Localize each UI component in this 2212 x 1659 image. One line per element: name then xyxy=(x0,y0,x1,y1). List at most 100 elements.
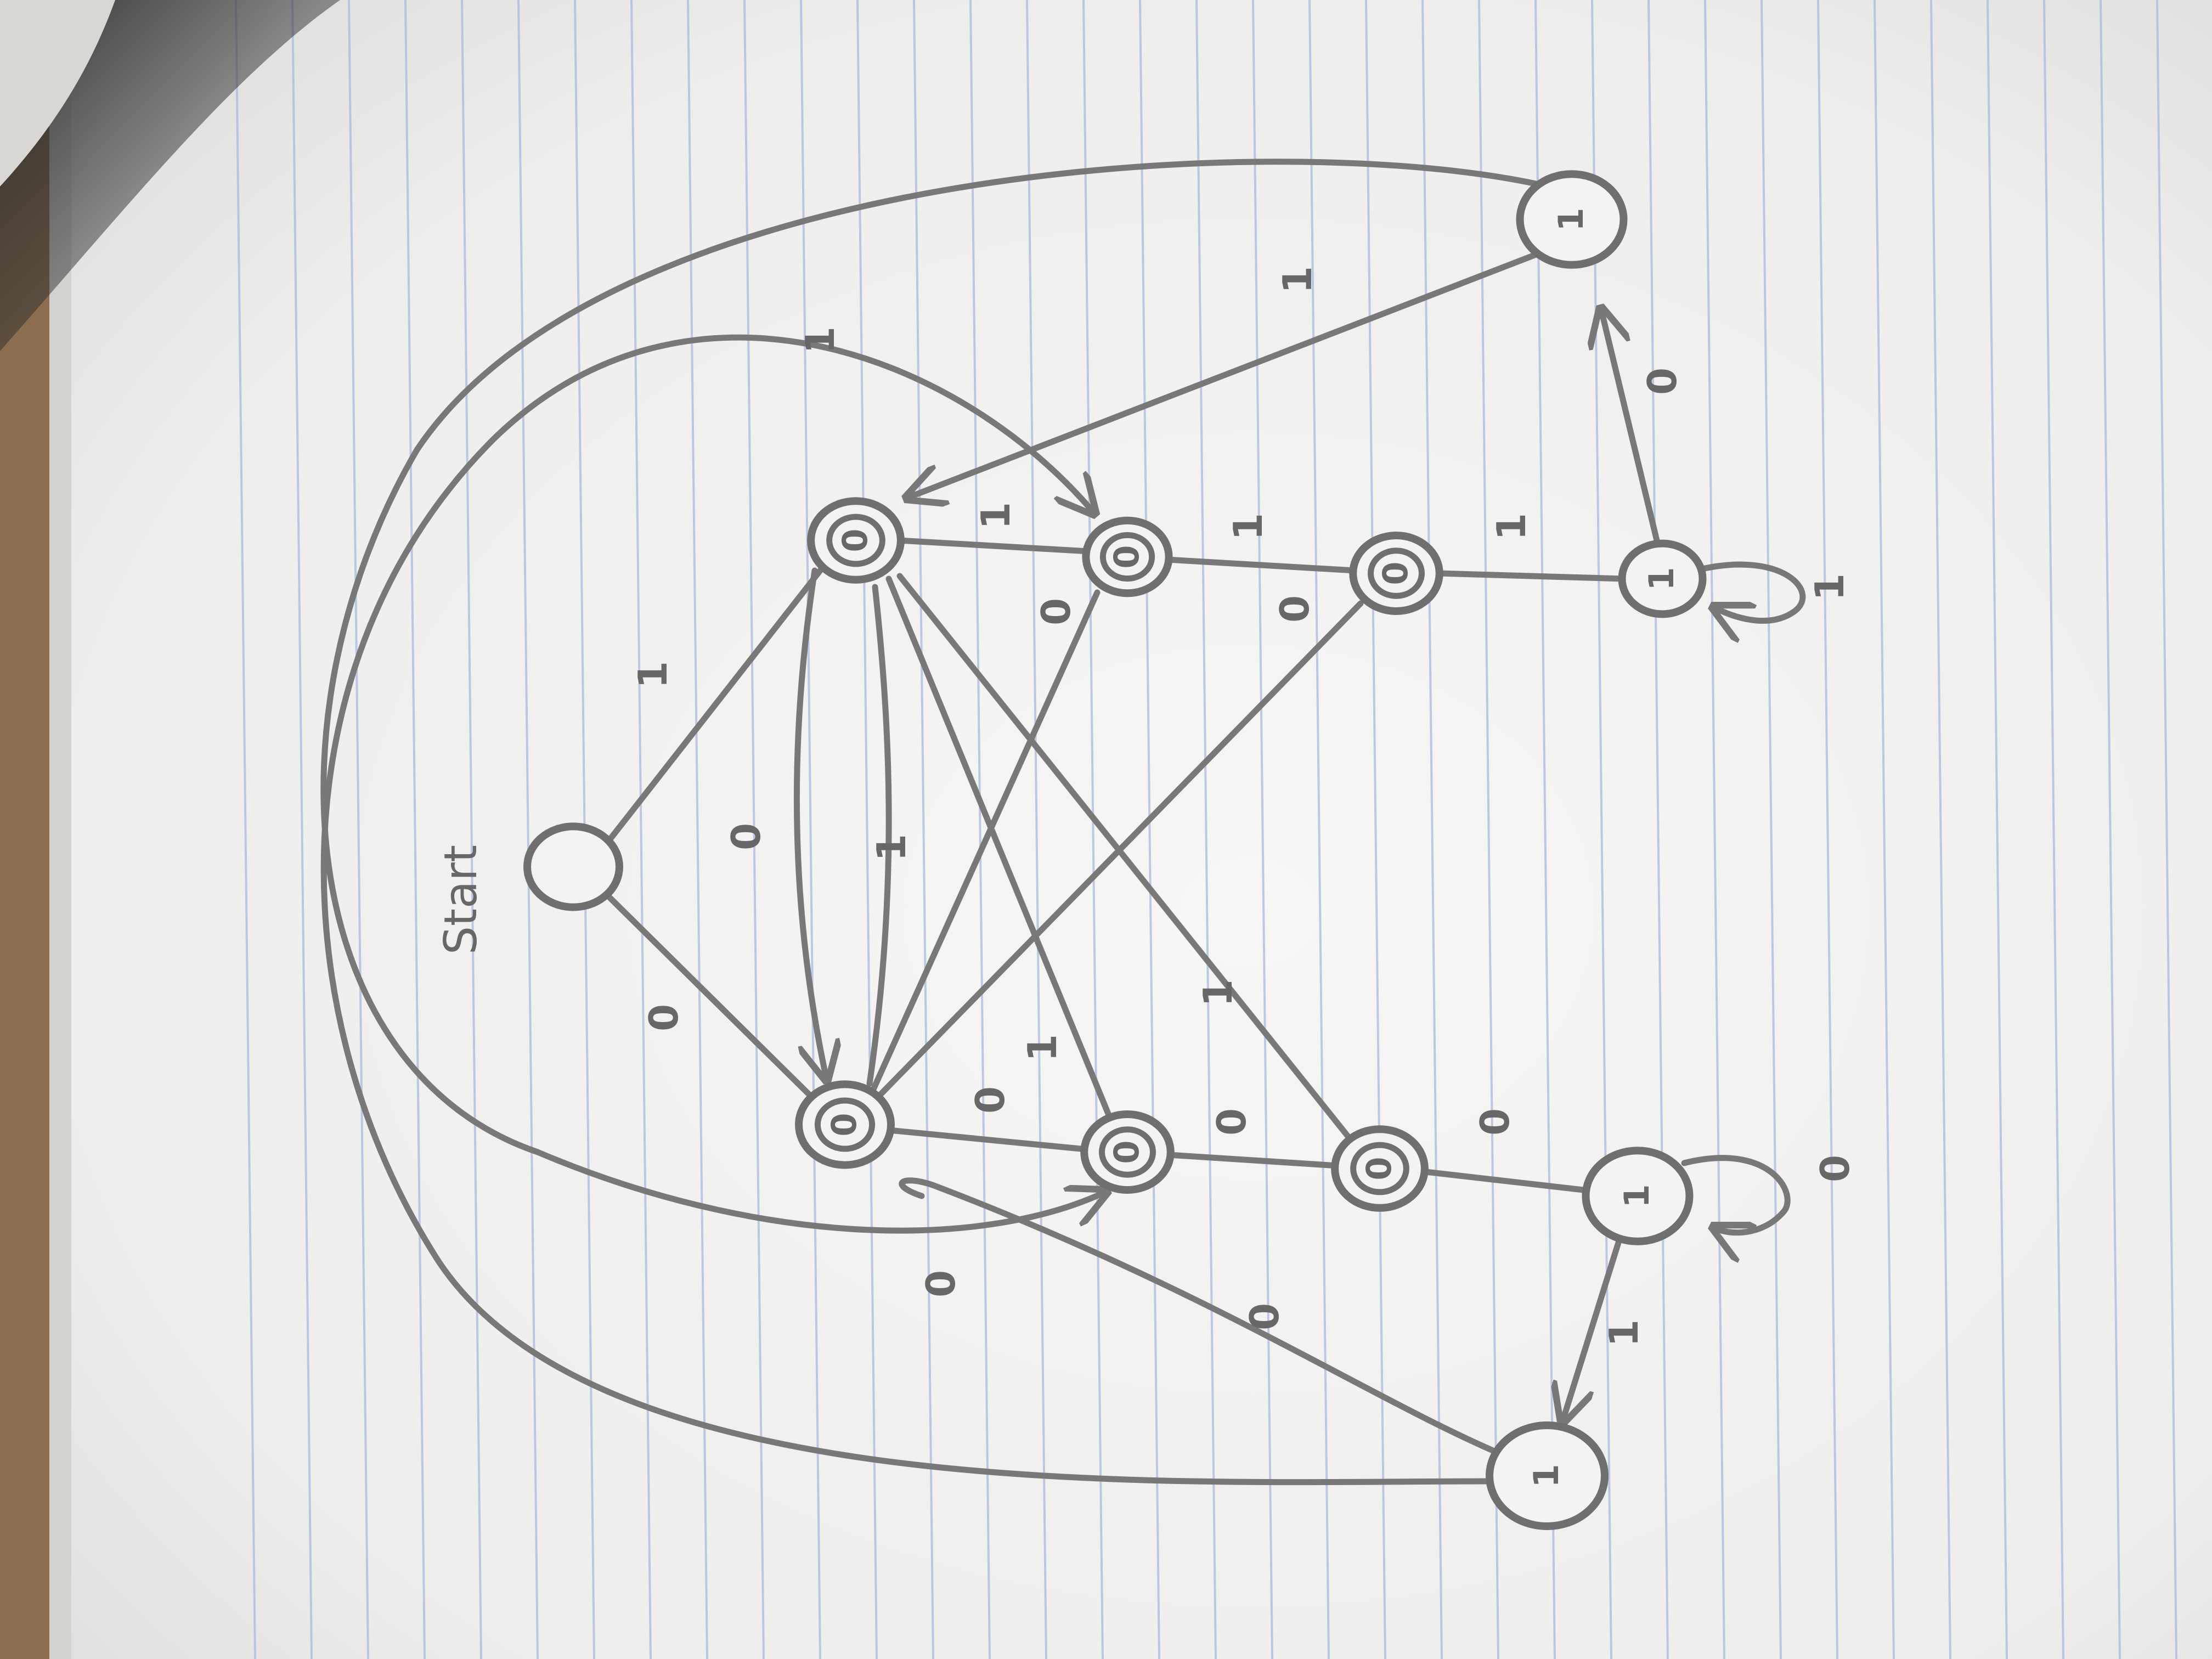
transition-label-i-j: 1 xyxy=(1601,1319,1647,1347)
transition-a-g xyxy=(885,575,1111,1117)
ruled-line xyxy=(517,0,539,1659)
ruled-line xyxy=(2156,0,2177,1659)
ruled-lines xyxy=(235,0,2177,1659)
state-inner-circle xyxy=(1368,548,1425,599)
state-circle xyxy=(523,822,623,911)
transition-label-h-i: 0 xyxy=(1472,1108,1518,1136)
ruled-line xyxy=(1647,0,1669,1659)
ruled-line xyxy=(1082,0,1104,1659)
start-label: Start xyxy=(435,845,487,955)
state-node-i: 1 xyxy=(1582,1147,1694,1245)
transition-c-d xyxy=(1434,570,1627,582)
ruled-line xyxy=(1308,0,1330,1659)
ruled-line xyxy=(1874,0,1895,1659)
transition-s-f xyxy=(597,885,815,1101)
ruled-line xyxy=(856,0,878,1659)
transition-i-i xyxy=(1681,1155,1791,1233)
ruled-line xyxy=(348,0,369,1659)
transition-j-g xyxy=(899,1177,1504,1457)
transition-c-f xyxy=(874,600,1364,1101)
transition-d-d xyxy=(1692,561,1806,620)
transition-a-f xyxy=(793,567,826,1075)
state-node-a: 0 xyxy=(807,497,905,584)
transition-b-f xyxy=(869,589,1101,1095)
state-inner-circle xyxy=(1099,532,1155,582)
transition-label-s-f: 0 xyxy=(641,1004,687,1031)
transition-label-j-b: 0 xyxy=(918,1270,964,1297)
state-inner-circle xyxy=(1350,1142,1409,1195)
transition-i-j xyxy=(1564,1239,1622,1418)
state-circle xyxy=(1618,539,1707,618)
transition-e-g xyxy=(320,159,1539,1234)
transition-j-b xyxy=(320,334,1496,1486)
state-node-f: 0 xyxy=(795,1080,895,1169)
transition-label-e-g: 1 xyxy=(797,326,843,354)
state-label: 0 xyxy=(835,528,875,552)
transition-s-a xyxy=(600,567,823,851)
ruled-line xyxy=(235,0,256,1659)
ruled-line xyxy=(1591,0,1612,1659)
state-circle xyxy=(1082,516,1173,597)
state-circle xyxy=(1486,1421,1609,1530)
state-node-h: 0 xyxy=(1331,1125,1429,1212)
transition-edges xyxy=(320,159,1806,1486)
state-node-e: 1 xyxy=(1516,170,1628,269)
ruled-line xyxy=(2100,0,2121,1659)
ruled-line xyxy=(1026,0,1047,1659)
ruled-line xyxy=(630,0,652,1659)
state-node-b: 0 xyxy=(1082,516,1173,597)
transition-label-a-f: 0 xyxy=(723,823,769,850)
state-label: 1 xyxy=(1617,1184,1657,1207)
state-label: 1 xyxy=(1551,207,1591,231)
state-circle xyxy=(1582,1147,1694,1245)
ruled-line xyxy=(1252,0,1273,1659)
state-inner-circle xyxy=(826,514,885,567)
transition-label-i-i: 0 xyxy=(1812,1155,1858,1182)
transition-label-g-h: 0 xyxy=(1209,1108,1255,1136)
transition-label-a-b: 1 xyxy=(973,502,1019,529)
ruled-line xyxy=(969,0,991,1659)
transition-label-f-g: 0 xyxy=(967,1086,1013,1114)
ruled-line xyxy=(1195,0,1217,1659)
transition-h-i xyxy=(1418,1168,1592,1194)
state-label: 1 xyxy=(1641,567,1681,590)
state-node-j: 1 xyxy=(1486,1421,1609,1530)
ruled-line xyxy=(1365,0,1386,1659)
state-inner-circle xyxy=(814,1097,876,1152)
state-label: 1 xyxy=(1526,1464,1566,1487)
transition-label-s-a: 1 xyxy=(630,661,676,689)
transition-label-f-a: 1 xyxy=(868,834,915,861)
transition-a-h xyxy=(896,573,1353,1142)
ruled-line xyxy=(913,0,934,1659)
state-node-s xyxy=(523,822,623,911)
transition-label-c-f: 0 xyxy=(1272,595,1318,623)
ruled-line xyxy=(687,0,708,1659)
ruled-line xyxy=(1987,0,2008,1659)
state-circle xyxy=(795,1080,895,1169)
ruled-line xyxy=(1421,0,1443,1659)
transition-label-j-g: 0 xyxy=(1242,1303,1288,1330)
ruled-line xyxy=(461,0,482,1659)
camera-shadow xyxy=(0,0,340,351)
ruled-line xyxy=(800,0,821,1659)
transition-label-a-h: 1 xyxy=(1195,979,1241,1007)
state-node-d: 1 xyxy=(1618,539,1707,618)
ruled-line xyxy=(1817,0,1838,1659)
transition-b-c xyxy=(1164,556,1358,574)
state-node-c: 0 xyxy=(1349,532,1443,615)
transition-label-d-d: 1 xyxy=(1807,573,1853,601)
state-circle xyxy=(1080,1110,1175,1194)
ruled-line xyxy=(404,0,426,1659)
transition-label-c-d: 1 xyxy=(1488,513,1534,540)
state-circle xyxy=(807,497,905,584)
ruled-line xyxy=(1760,0,1782,1659)
transition-f-g xyxy=(885,1127,1090,1153)
transition-d-e xyxy=(1602,313,1660,544)
tissue-corner xyxy=(0,0,115,187)
ruled-line xyxy=(1139,0,1160,1659)
ruled-line xyxy=(291,0,313,1659)
state-label: 0 xyxy=(824,1113,864,1136)
